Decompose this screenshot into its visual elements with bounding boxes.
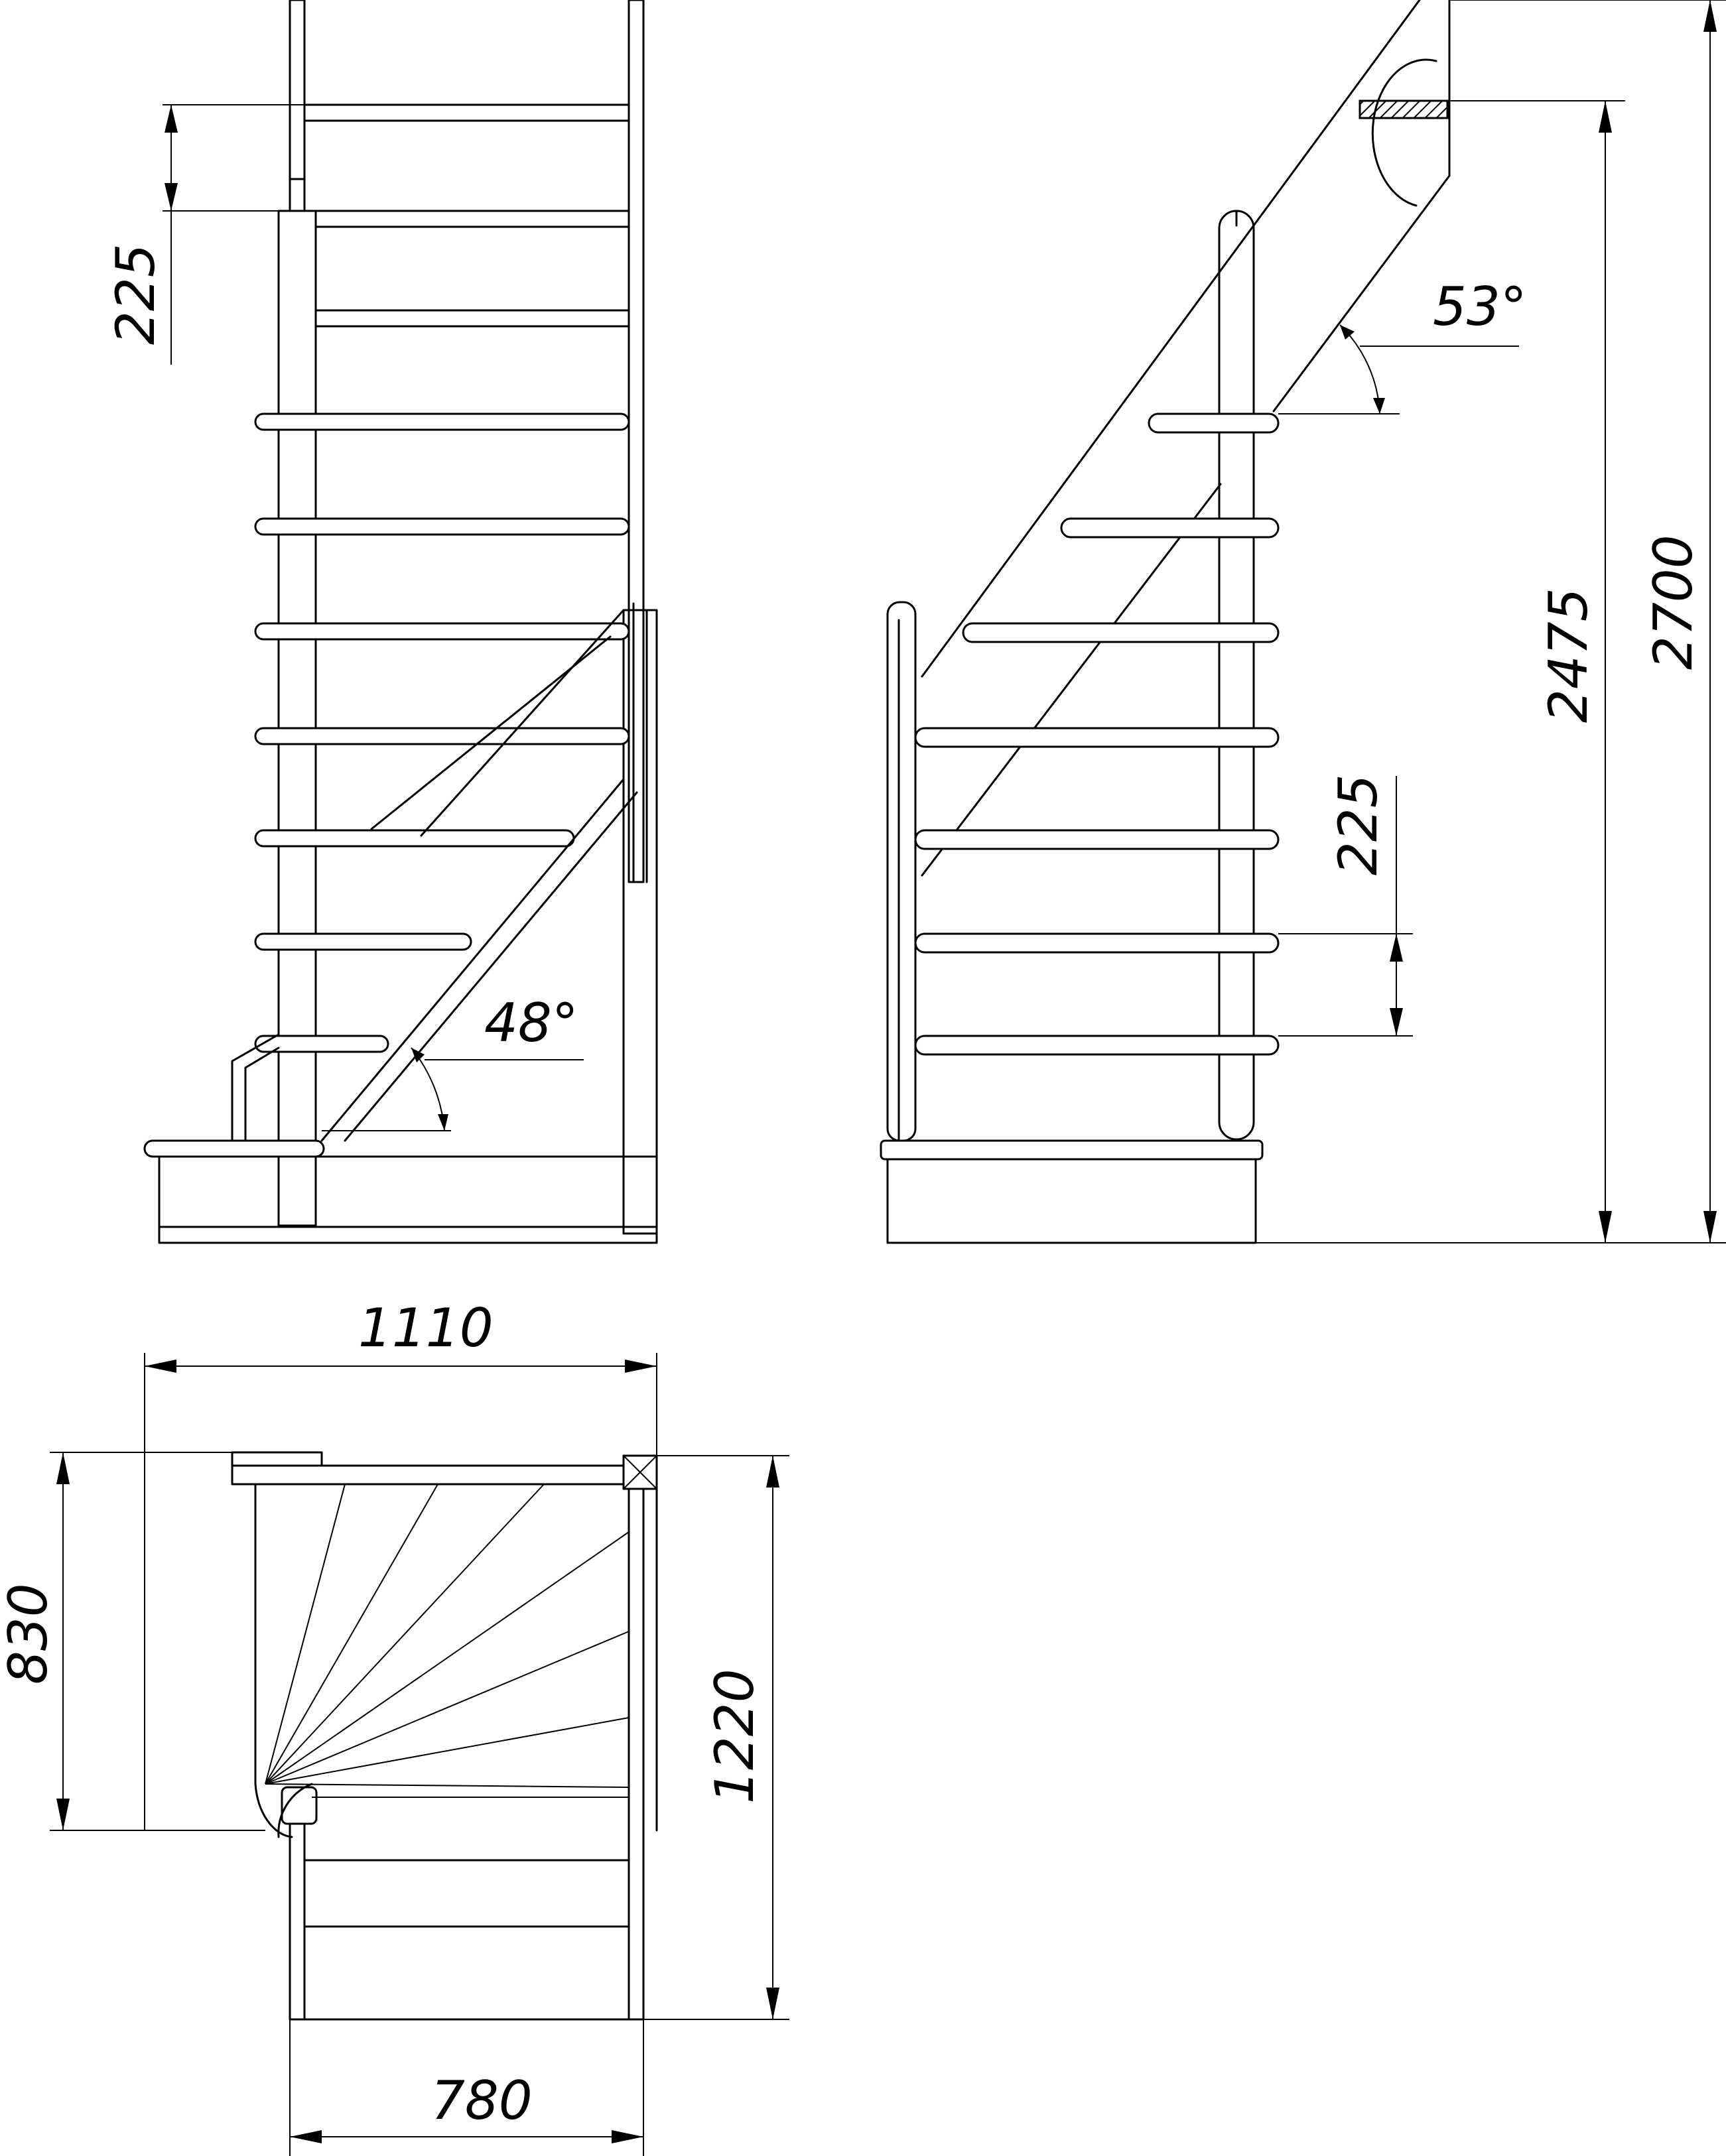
plan-depth-total-label: 1220 bbox=[704, 1669, 765, 1804]
front-newel-post bbox=[277, 210, 317, 1227]
side-tread bbox=[1060, 517, 1280, 539]
front-right-lower-post bbox=[622, 609, 658, 1235]
plan-bottom-width-label: 780 bbox=[431, 2070, 533, 2131]
side-rise-label: 225 bbox=[1327, 774, 1389, 875]
side-post bbox=[1218, 210, 1255, 1141]
plan-width-label: 1110 bbox=[358, 1297, 494, 1359]
front-elevation: 48° 225 bbox=[105, 0, 658, 1244]
front-angle-label: 48° bbox=[484, 992, 578, 1054]
side-stringer-top bbox=[921, 0, 1421, 678]
front-stringer bbox=[320, 778, 625, 1142]
side-floor-height-label: 2475 bbox=[1538, 588, 1599, 723]
front-tread bbox=[254, 517, 630, 536]
side-total-height-label: 2700 bbox=[1642, 535, 1704, 670]
side-bottom-step bbox=[880, 1139, 1264, 1161]
plan-depth-upper-label: 830 bbox=[0, 1583, 59, 1684]
side-hatched-section bbox=[1359, 99, 1449, 119]
front-tread bbox=[303, 103, 630, 122]
side-tread bbox=[914, 829, 1280, 850]
front-tread bbox=[254, 412, 630, 431]
front-tread bbox=[254, 932, 472, 951]
front-tread bbox=[314, 210, 630, 228]
plan-top-rail bbox=[231, 1464, 625, 1486]
side-handrail-post bbox=[886, 601, 917, 1142]
side-tread bbox=[914, 1035, 1280, 1056]
front-right-post bbox=[628, 0, 645, 883]
side-angle-label: 53° bbox=[1433, 276, 1527, 338]
front-base bbox=[158, 1155, 658, 1244]
side-tread bbox=[962, 622, 1280, 643]
plan-view: 1110 830 1220 780 bbox=[0, 1297, 789, 2156]
front-tread bbox=[254, 1035, 389, 1053]
front-bottom-step bbox=[143, 1139, 325, 1158]
side-base bbox=[886, 1158, 1257, 1244]
side-tread bbox=[914, 932, 1280, 954]
front-rise-label: 225 bbox=[105, 243, 166, 345]
plan-winder-treads bbox=[265, 1484, 630, 1798]
front-tread bbox=[254, 727, 630, 745]
front-tread bbox=[254, 622, 630, 641]
front-left-top-post bbox=[289, 0, 306, 180]
side-tread bbox=[914, 727, 1280, 748]
side-elevation: 53° 225 2475 2700 bbox=[880, 0, 1726, 1244]
front-tread bbox=[254, 829, 575, 848]
side-tread bbox=[1148, 412, 1280, 434]
front-tread bbox=[314, 309, 630, 328]
